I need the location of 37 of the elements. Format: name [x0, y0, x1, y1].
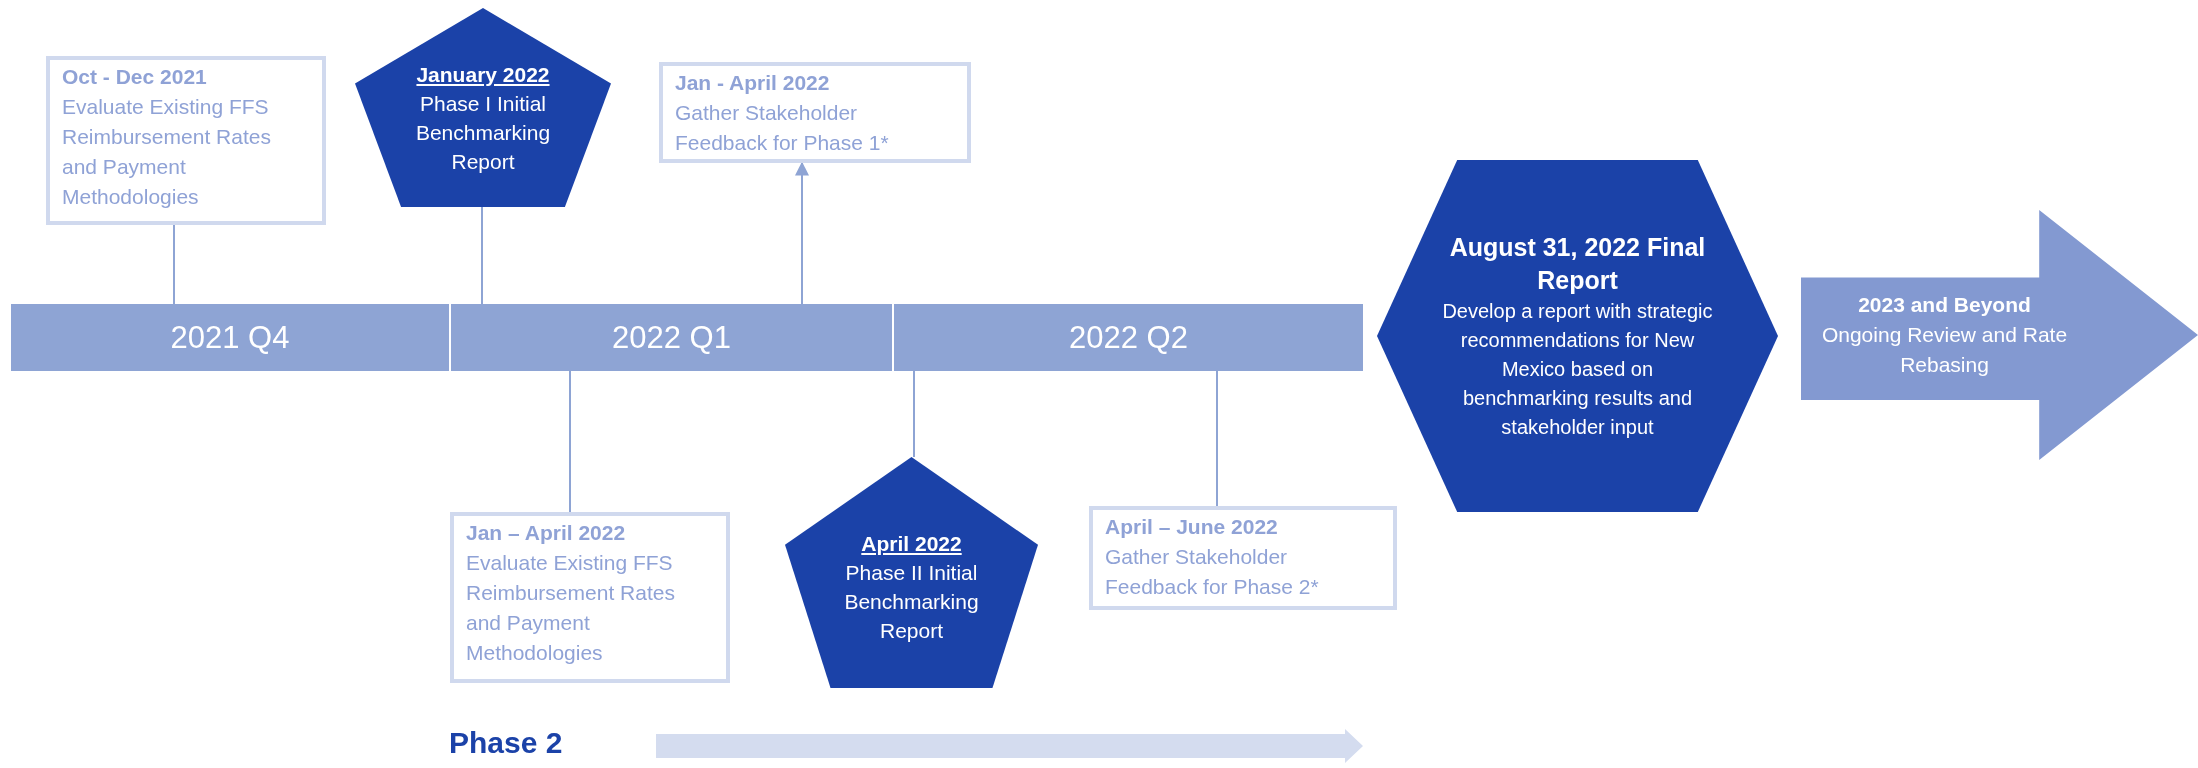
milestone-date: August 31, 2022 Final Report	[1448, 231, 1707, 296]
milestone-date: 2023 and Beyond	[1858, 292, 2031, 318]
phase-label: Phase 2	[449, 726, 563, 760]
quarter-label: 2022 Q1	[612, 319, 731, 356]
milestone-box	[1089, 506, 1397, 610]
milestone-date: January 2022	[416, 62, 550, 88]
milestone-box	[659, 62, 971, 163]
milestone-date: Jan – April 2022	[466, 520, 627, 546]
milestone-box	[46, 56, 326, 225]
milestone-description: Evaluate Existing FFS Reimbursement Rates and Payment Methodologies	[466, 550, 676, 666]
connector-line	[481, 206, 483, 305]
connector-line	[1216, 370, 1218, 507]
final-report-hexagon	[1377, 160, 1778, 512]
quarter-label: 2021 Q4	[170, 319, 290, 356]
milestone-description: Gather Stakeholder Feedback for Phase 1*	[675, 100, 890, 156]
timeline-segment	[451, 304, 892, 371]
connector-line	[569, 370, 571, 513]
milestone-date: April 2022	[861, 531, 962, 557]
milestone-date: Oct - Dec 2021	[62, 64, 208, 90]
connector-line	[913, 370, 915, 458]
milestone-description: Phase II Initial Benchmarking Report	[843, 560, 980, 644]
milestone-date: Jan - April 2022	[675, 70, 831, 96]
milestone-description: Evaluate Existing FFS Reimbursement Rates and Payment Methodologies	[62, 94, 272, 210]
quarter-label: 2022 Q2	[1069, 319, 1188, 356]
milestone-pentagon	[785, 457, 1038, 688]
milestone-date: April – June 2022	[1105, 514, 1279, 540]
milestone-pentagon	[355, 8, 611, 207]
arrow	[795, 161, 809, 305]
milestone-box	[450, 512, 730, 683]
future-arrow	[1801, 210, 2198, 460]
milestone-description: Ongoing Review and Rate Rebasing	[1820, 322, 2069, 378]
milestone-description: Phase I Initial Benchmarking Report	[414, 91, 552, 175]
milestone-description: Gather Stakeholder Feedback for Phase 2*	[1105, 544, 1320, 600]
connector-line	[173, 224, 175, 305]
timeline-segment	[11, 304, 449, 371]
timeline-segment	[894, 304, 1363, 371]
milestone-description: Develop a report with strategic recommendations for New Mexico based on benchmarking results and stakeholder input	[1441, 298, 1714, 440]
